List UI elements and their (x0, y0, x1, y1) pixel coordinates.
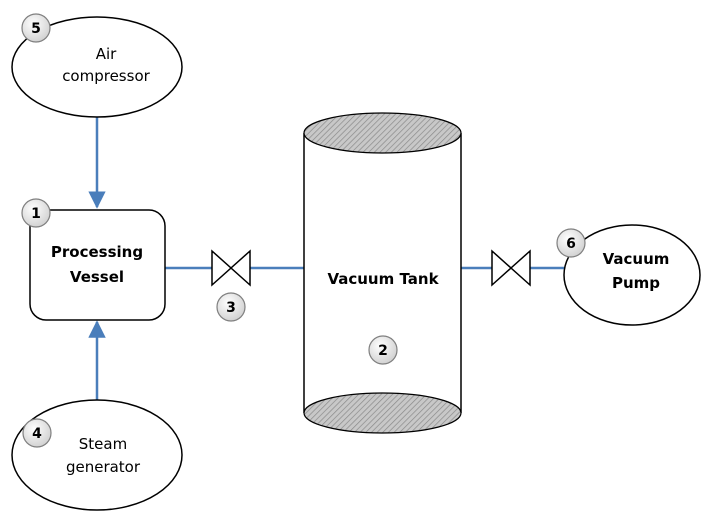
processing-vessel-label-line1: Processing (51, 243, 143, 261)
badge-steam-generator: 4 (22, 418, 52, 448)
badge-valve-number: 3 (226, 300, 236, 316)
processing-vessel-label-line2: Vessel (70, 268, 124, 286)
processing-vessel-node: Processing Vessel (29, 209, 166, 321)
vacuum-pump-label-line2: Pump (612, 274, 660, 292)
steam-generator-label-line1: Steam (79, 435, 127, 453)
badge-air-compressor: 5 (21, 13, 51, 43)
valve-icon (491, 249, 531, 287)
air-compressor-label-line1: Air (96, 45, 117, 63)
vacuum-pump-label-line1: Vacuum (603, 250, 670, 268)
badge-valve: 3 (216, 292, 246, 322)
badge-vacuum-pump: 6 (556, 228, 586, 258)
badge-vacuum-pump-number: 6 (566, 236, 576, 252)
badge-vacuum-tank-number: 2 (378, 343, 388, 359)
vacuum-tank-label: Vacuum Tank (327, 270, 439, 288)
steam-generator-label-line2: generator (66, 458, 141, 476)
badge-air-compressor-number: 5 (31, 21, 41, 37)
vacuum-tank-node: Vacuum Tank (303, 112, 462, 434)
air-compressor-node: Air compressor (11, 16, 183, 118)
badge-vacuum-tank: 2 (368, 335, 398, 365)
badge-steam-generator-number: 4 (32, 426, 42, 442)
badge-processing-vessel-number: 1 (31, 206, 41, 222)
valve-icon (211, 249, 251, 287)
badge-processing-vessel: 1 (21, 198, 51, 228)
vacuum-pump-node: Vacuum Pump (563, 224, 701, 326)
air-compressor-label-line2: compressor (62, 67, 150, 85)
steam-generator-node: Steam generator (11, 399, 183, 511)
